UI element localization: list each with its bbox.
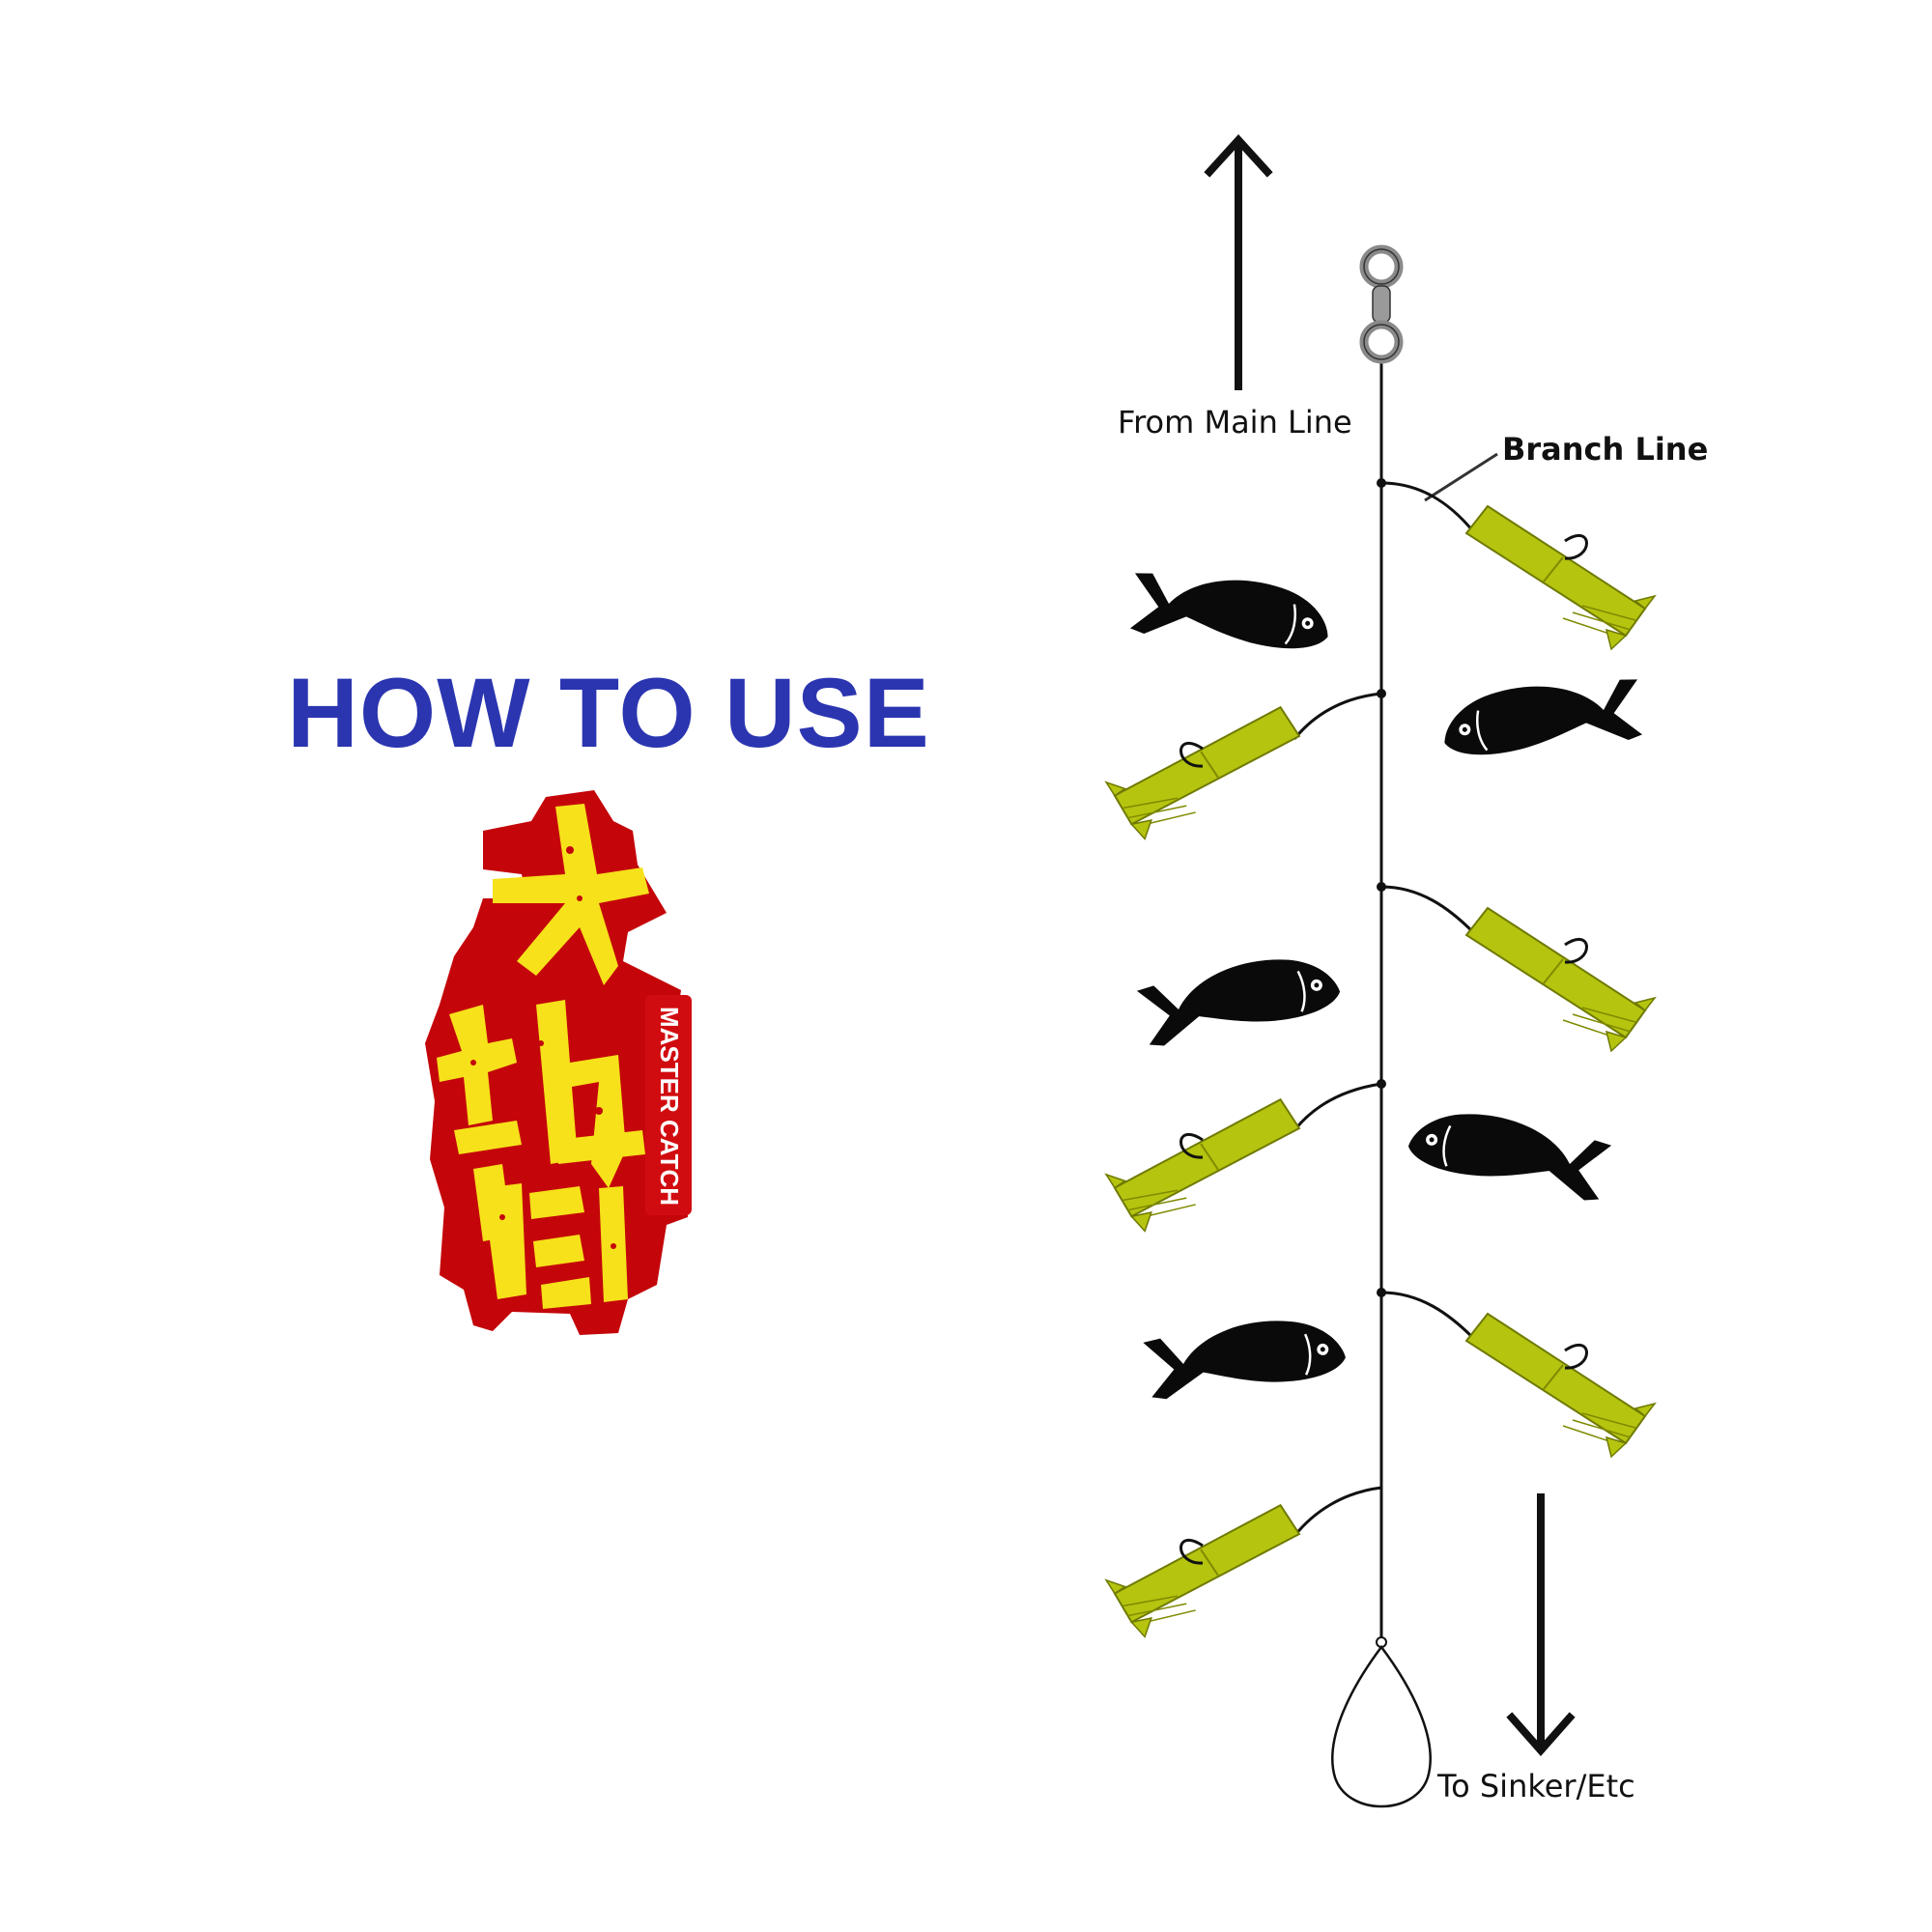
fish-icon (1141, 1315, 1350, 1402)
branch-line-pointer (1424, 452, 1498, 502)
page-title: HOW TO USE (287, 658, 930, 768)
logo-badge (645, 995, 692, 1215)
hook-icon (1564, 1343, 1588, 1370)
lure-icon (1465, 907, 1656, 1052)
lure-icon (1465, 505, 1656, 650)
fish-icon (1435, 666, 1649, 773)
fish-icon (1133, 949, 1346, 1050)
fish-icon (1403, 1103, 1615, 1205)
line-knots (1377, 478, 1386, 1297)
loop-icon (1331, 1636, 1432, 1808)
arrow-up-icon (1204, 134, 1273, 390)
lure-icon (1465, 1313, 1656, 1458)
hook-icon (1179, 741, 1204, 768)
hook-icon (1564, 937, 1588, 964)
label-from-main-line: From Main Line (1118, 404, 1352, 440)
hook-icon (1179, 1538, 1204, 1565)
logo-texture (470, 846, 616, 1249)
swivel-icon (1359, 244, 1404, 364)
arrow-down-icon (1506, 1493, 1576, 1757)
label-to-sinker: To Sinker/Etc (1437, 1768, 1635, 1804)
lure-icon (1100, 1490, 1303, 1651)
hook-icon (1564, 533, 1588, 560)
lure-icon (1100, 1084, 1303, 1245)
logo-glyphs (437, 804, 649, 1309)
branch-lines (1293, 481, 1475, 1537)
fish-icon (1123, 559, 1337, 667)
label-branch-line: Branch Line (1502, 431, 1709, 468)
lure-icon (1100, 692, 1303, 853)
hook-icon (1179, 1132, 1204, 1159)
